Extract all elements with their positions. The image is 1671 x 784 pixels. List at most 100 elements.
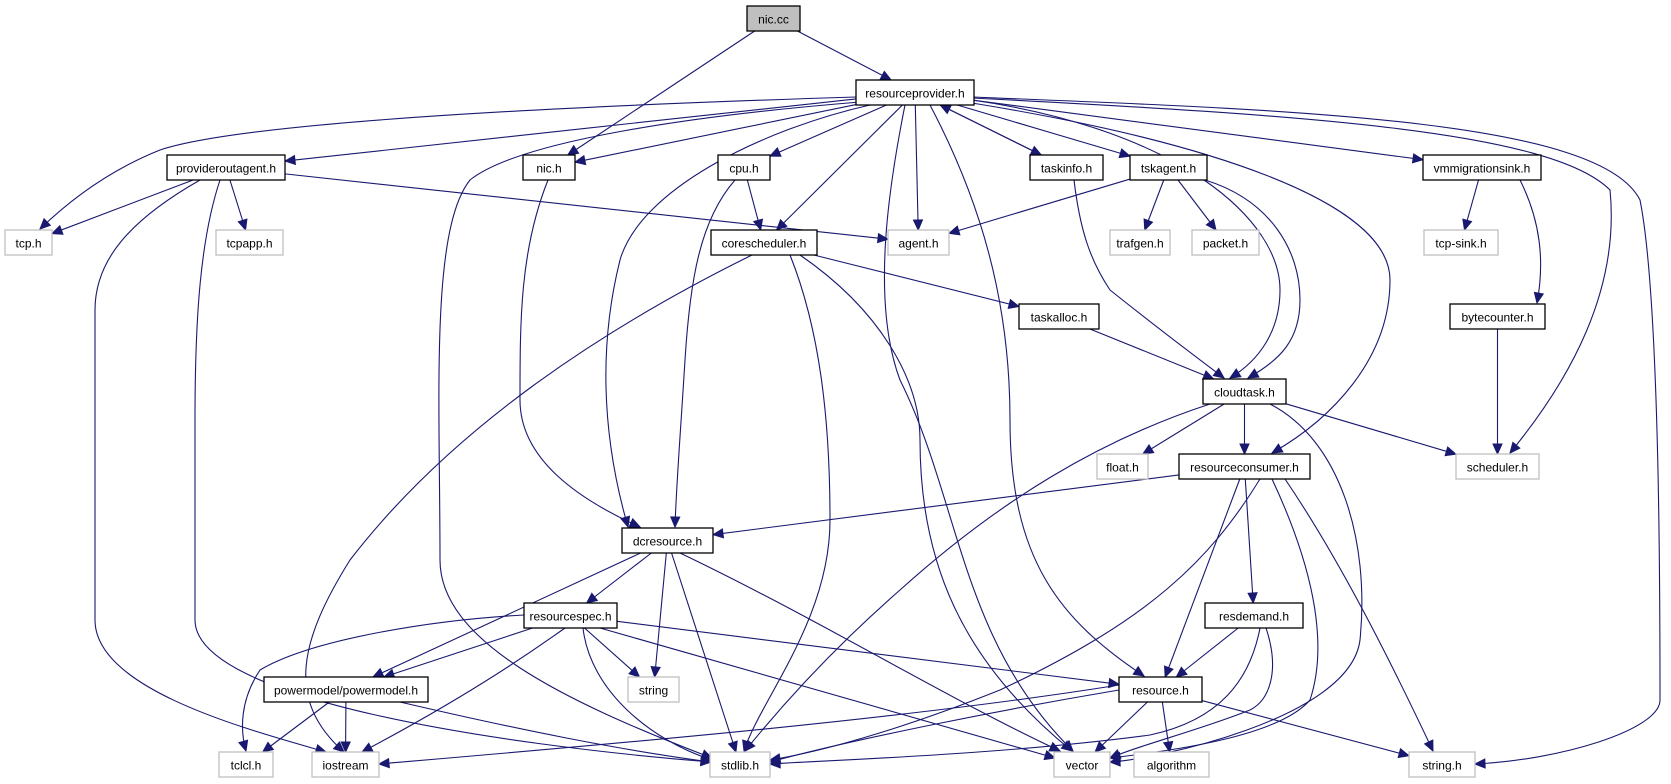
edge-line	[973, 99, 1424, 161]
arrowhead-icon	[39, 217, 52, 230]
arrowhead-icon	[768, 754, 782, 765]
node-label: corescheduler.h	[722, 237, 807, 251]
arrowhead-icon	[1048, 741, 1062, 752]
edge-line	[584, 627, 640, 678]
node-box	[4, 229, 53, 256]
arrowhead-icon	[566, 144, 580, 156]
edge-cloudtask-h-to-scheduler-h	[1285, 403, 1458, 457]
node-box	[1109, 229, 1171, 256]
node-box	[887, 229, 950, 256]
nodes-layer: nic.cc resourceprovider.h provideroutagent…	[4, 5, 1546, 778]
edge-line	[567, 30, 755, 156]
edge-line	[940, 104, 1042, 156]
arrowhead-icon	[377, 757, 390, 769]
node-label: powermodel/powermodel.h	[274, 684, 418, 698]
node-box	[1191, 229, 1260, 256]
node-nic-h[interactable]: nic.h	[522, 154, 576, 181]
node-label: tskagent.h	[1141, 162, 1196, 176]
edge-line	[929, 104, 1145, 677]
arrowhead-icon	[711, 528, 725, 539]
node-label: tcp.h	[15, 237, 41, 251]
node-box	[1178, 453, 1311, 480]
edge-line	[1109, 403, 1363, 763]
node-label: tcp-sink.h	[1435, 237, 1486, 251]
edge-line	[948, 178, 1131, 234]
node-dcresource-h[interactable]: dcresource.h	[621, 527, 714, 554]
node-label: taskalloc.h	[1031, 311, 1088, 325]
edge-line	[654, 552, 667, 678]
node-corescheduler-h[interactable]: corescheduler.h	[710, 229, 818, 256]
edge-line	[1175, 627, 1239, 678]
node-label: algorithm	[1147, 759, 1196, 773]
edge-line	[242, 614, 525, 752]
edge-powermodel-h-to-stdlib-h	[399, 701, 713, 766]
edge-line	[1285, 403, 1457, 455]
node-box	[1129, 154, 1208, 181]
node-nic-cc[interactable]: nic.cc	[746, 5, 801, 32]
node-resourceprovider-h[interactable]: resourceprovider.h	[855, 79, 975, 106]
arrowhead-icon	[1247, 592, 1258, 605]
edge-line	[1519, 179, 1542, 304]
node-resource-h[interactable]: resource.h	[1118, 676, 1203, 703]
edge-resourceprovider-h-to-nic-h	[573, 104, 857, 166]
node-label: tclcl.h	[231, 759, 262, 773]
edge-resourcespec-h-to-vector	[599, 627, 1057, 761]
edge-line	[914, 104, 919, 231]
edge-tskagent-h-to-agent-h	[947, 178, 1131, 236]
node-taskinfo-h[interactable]: taskinfo.h	[1029, 154, 1104, 181]
edge-line	[799, 254, 1073, 752]
arrowhead-icon	[585, 592, 599, 604]
node-provideroutagent-h[interactable]: provideroutagent.h	[166, 154, 286, 181]
edge-provideroutagent-h-to-agent-h	[284, 173, 890, 244]
edge-vmmigrationsink-h-to-bytecounter-h	[1519, 179, 1545, 305]
edge-line	[582, 627, 713, 761]
node-box	[263, 676, 429, 703]
edge-line	[671, 552, 737, 753]
node-box	[522, 154, 576, 181]
node-powermodel-h[interactable]: powermodel/powermodel.h	[263, 676, 429, 703]
edge-resourceprovider-h-to-vector	[883, 104, 1074, 752]
node-vmmigrationsink-h[interactable]: vmmigrationsink.h	[1422, 154, 1542, 181]
edge-line	[519, 179, 641, 528]
node-label: trafgen.h	[1116, 237, 1163, 251]
node-taskalloc-h[interactable]: taskalloc.h	[1018, 303, 1100, 330]
node-box	[215, 229, 284, 256]
edge-resourceconsumer-h-to-dcresource-h	[711, 474, 1180, 539]
node-tskagent-h[interactable]: tskagent.h	[1129, 154, 1208, 181]
node-box	[166, 154, 286, 181]
edge-line	[813, 254, 1020, 307]
node-resdemand-h[interactable]: resdemand.h	[1204, 602, 1304, 629]
node-box	[218, 751, 274, 778]
arrowhead-icon	[1043, 749, 1057, 761]
edge-cpu-h-to-dcresource-h	[670, 179, 736, 529]
edge-resourceprovider-h-to-vmmigrationsink-h	[973, 99, 1425, 164]
node-resourceconsumer-h[interactable]: resourceconsumer.h	[1178, 453, 1311, 480]
arrowhead-icon	[1246, 368, 1260, 379]
node-label: provideroutagent.h	[176, 162, 276, 176]
arrowhead-icon	[1118, 148, 1132, 159]
edge-resdemand-h-to-resource-h	[1175, 627, 1239, 678]
edge-line	[1204, 179, 1301, 379]
arrowhead-icon	[876, 232, 890, 244]
edge-nic-cc-to-resourceprovider-h	[797, 30, 893, 81]
node-resourcespec-h[interactable]: resourcespec.h	[523, 602, 618, 629]
node-box	[1202, 378, 1287, 405]
edge-line	[616, 620, 1120, 685]
edge-resource-h-to-string-h	[1201, 700, 1411, 759]
edge-line	[94, 179, 327, 753]
node-cpu-h[interactable]: cpu.h	[717, 154, 771, 181]
node-cloudtask-h[interactable]: cloudtask.h	[1202, 378, 1287, 405]
edge-resourceprovider-h-to-resource-h	[929, 104, 1146, 677]
node-tcp-h: tcp.h	[4, 229, 53, 256]
arrowhead-icon	[1462, 218, 1473, 232]
arrowhead-icon	[1132, 665, 1146, 677]
node-bytecounter-h[interactable]: bytecounter.h	[1449, 303, 1546, 330]
edge-line	[284, 98, 857, 162]
arrowhead-icon	[1108, 748, 1122, 759]
edge-nic-h-to-dcresource-h	[519, 179, 642, 528]
arrowhead-icon	[727, 740, 738, 754]
arrowhead-icon	[1270, 443, 1284, 454]
arrowhead-icon	[1411, 153, 1425, 164]
edge-line	[971, 96, 1661, 765]
